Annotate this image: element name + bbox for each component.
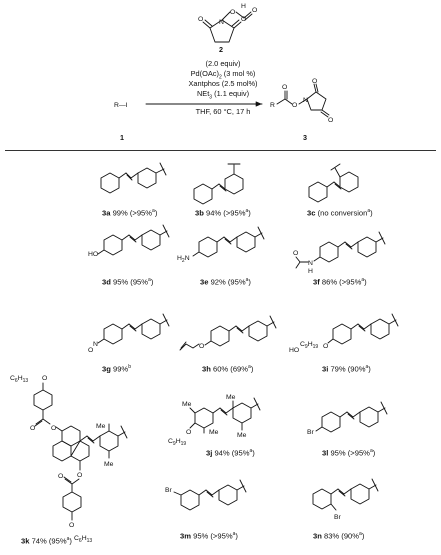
hydroxy-label: HO — [289, 347, 299, 354]
product-oxygen-label: O — [292, 102, 297, 109]
product-label-3i: 3i 79% (90%a) — [322, 364, 371, 374]
product-label-3j: 3j 94% (95%a) — [206, 448, 255, 458]
reagent-oxygen-label: O — [252, 7, 257, 14]
nitro-oxygen-label: O — [88, 347, 93, 354]
structure-3d: HO — [88, 224, 170, 258]
product-label-3g: 3g 99%b — [102, 364, 131, 374]
structure-3f: O N H — [293, 231, 386, 275]
amine-label: H2N — [177, 255, 190, 264]
product-label-3a: 3a 99% (>95%a) — [102, 208, 158, 218]
ester-oxygen-label: O — [77, 472, 82, 479]
alkyl-chain-label: C6H13 — [74, 535, 92, 544]
alkyl-chain-label: C9H19 — [168, 438, 186, 447]
ether-oxygen-label: O — [69, 522, 74, 529]
product-label-3d: 3d 95% (95%a) — [102, 277, 154, 287]
structure-3k: C6H13 O O O Me Me O O O C6H13 — [10, 375, 128, 544]
equiv-text: (2.0 equiv) — [205, 59, 241, 68]
reagent-2-structure: O O N O H O 2 — [198, 3, 257, 54]
reagent-nitrogen-label: N — [219, 19, 224, 26]
structure-3j: Me Me O C9H19 Me Me — [168, 394, 261, 447]
product-label-3e: 3e 92% (95%a) — [200, 277, 251, 287]
ester-oxygen-label: O — [51, 425, 56, 432]
methyl-label: Me — [237, 432, 247, 439]
product-number: 3 — [303, 133, 307, 142]
product-label-3b: 3b 94% (>95%a) — [195, 208, 251, 218]
carbonyl-oxygen-label: O — [58, 473, 63, 480]
structure-3b — [193, 163, 244, 205]
structure-3i: HO C9H19 O — [289, 313, 399, 354]
structure-3a — [100, 162, 167, 194]
ether-oxygen-label: O — [323, 343, 328, 350]
product-oxygen-label: O — [328, 117, 333, 124]
structure-3e: H2N — [177, 226, 265, 264]
reagent-oxygen-label: O — [198, 16, 203, 23]
substrate-number: 1 — [120, 133, 124, 142]
carbonyl-oxygen-label: O — [30, 425, 35, 432]
ligand-text: Xantphos (2.5 mol%) — [188, 79, 258, 88]
methyl-label: Me — [104, 461, 114, 468]
methyl-label: Me — [226, 394, 236, 401]
product-label-3l: 3l 95% (>95%a) — [322, 448, 376, 458]
nitro-nitrogen-label: N — [93, 341, 98, 348]
bromo-label: Br — [307, 429, 315, 436]
alkyl-chain-label: C9H19 — [300, 341, 318, 350]
methyl-label: Me — [96, 423, 106, 430]
product-label-3m: 3m 95% (>95%a) — [180, 531, 238, 541]
amide-nitrogen-label: N — [308, 260, 313, 267]
product-oxygen-label: O — [282, 84, 287, 91]
structure-3m: Br — [165, 479, 247, 511]
amide-oxygen-label: O — [293, 250, 298, 257]
product-label-3k: 3k 74% (95%a) — [21, 536, 72, 546]
structure-3h: O — [179, 315, 277, 351]
reagent-hydrogen-label: H — [241, 3, 246, 10]
methyl-label: Me — [182, 401, 192, 408]
product-3-structure: R O O N O O 3 — [270, 78, 333, 142]
structure-3g: O N — [88, 313, 170, 354]
product-r-label: R — [270, 102, 275, 109]
base-text: NEt3 (1.1 equiv) — [196, 89, 250, 101]
reagent-oxygen-label: O — [241, 16, 246, 23]
divider-line — [5, 150, 436, 151]
substrate-label: R—I — [114, 102, 128, 109]
bromo-label: Br — [165, 487, 173, 494]
structure-3l: Br — [307, 401, 388, 436]
structure-3n: Br — [312, 478, 379, 521]
amide-hydrogen-label: H — [308, 268, 313, 275]
ether-oxygen-label: O — [199, 343, 204, 350]
product-nitrogen-label: N — [303, 97, 308, 104]
methyl-label: Me — [209, 429, 219, 436]
product-label-3f: 3f 86% (>95%a) — [313, 277, 367, 287]
structure-3c — [308, 163, 359, 203]
ether-oxygen-label: O — [186, 429, 191, 436]
product-label-3n: 3n 83% (90%a) — [313, 531, 365, 541]
catalyst-text: Pd(OAc)2 (3 mol %) — [190, 69, 256, 81]
alkyl-chain-label: C6H13 — [10, 375, 28, 384]
product-oxygen-label: O — [312, 78, 317, 85]
hydroxy-label: HO — [88, 251, 98, 258]
product-label-3c: 3c (no conversiona) — [307, 208, 373, 218]
solvent-text: THF, 60 °C, 17 h — [195, 107, 251, 116]
reagent-oxygen-label: O — [230, 9, 235, 16]
bromo-label: Br — [334, 514, 342, 521]
product-label-3h: 3h 60% (69%a) — [202, 364, 254, 374]
ether-oxygen-label: O — [42, 375, 47, 382]
reagent-number: 2 — [219, 45, 223, 54]
